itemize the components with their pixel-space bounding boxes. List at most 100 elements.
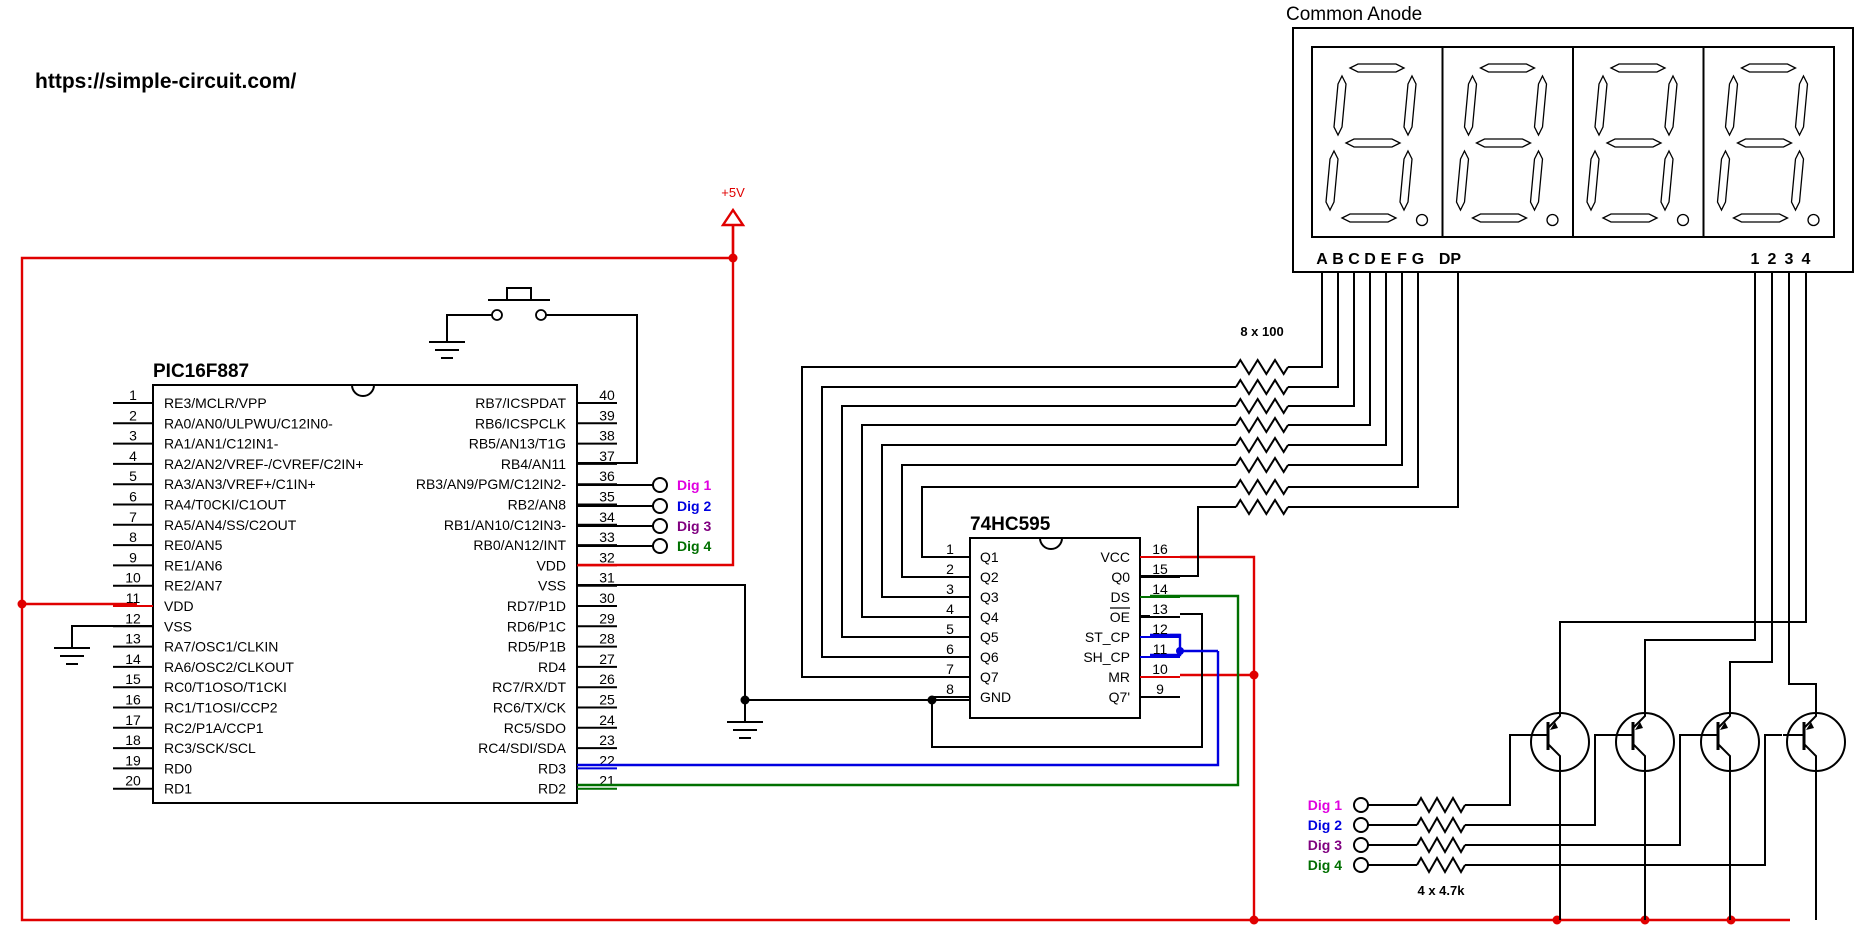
control-lines <box>577 594 1240 787</box>
supply-5v: +5V <box>577 185 746 567</box>
mcu-pin-number: 9 <box>129 549 137 565</box>
sr-pin-number: 8 <box>946 681 954 697</box>
mcu-pin-name: RA6/OSC2/CLKOUT <box>164 659 294 675</box>
sr-pin-number: 7 <box>946 661 954 677</box>
sr-pin-number: 15 <box>1152 561 1168 577</box>
dig3-input-label: Dig 3 <box>1308 837 1342 853</box>
mcu-pin-name: RC2/P1A/CCP1 <box>164 720 264 736</box>
display-segment <box>1529 149 1544 212</box>
display-segment <box>1479 63 1536 73</box>
display-digit-2 <box>1441 47 1559 237</box>
decimal-point <box>1546 213 1559 227</box>
segment-resistor <box>1235 456 1289 474</box>
sr-pin-number: 3 <box>946 581 954 597</box>
mcu-pin-number: 6 <box>129 489 137 505</box>
mcu-pin-number: 7 <box>129 509 137 525</box>
mcu-pin-name: RC6/TX/CK <box>493 700 567 716</box>
segment-pin-label: DP <box>1439 251 1462 268</box>
mcu-pin-number: 32 <box>599 549 615 565</box>
mcu-pin-number: 4 <box>129 448 137 464</box>
sr-pin-name: Q1 <box>980 549 999 565</box>
common-ground <box>577 584 1203 748</box>
dig2-input-terminal <box>1353 817 1369 833</box>
dig3-terminal <box>652 518 668 534</box>
sr-pin-name: GND <box>980 689 1011 705</box>
display-segment <box>1790 149 1805 212</box>
mcu-pin-name: RC5/SDO <box>504 720 566 736</box>
website-url: https://simple-circuit.com/ <box>35 70 297 93</box>
mcu-pin-number: 30 <box>599 590 615 606</box>
sr-pin-number: 13 <box>1152 601 1168 617</box>
mcu-pin-number: 3 <box>129 428 137 444</box>
display-segment <box>1732 213 1789 223</box>
mcu-pin-name: VSS <box>164 618 192 634</box>
sr-pin-name: Q7 <box>980 669 999 685</box>
base-resistors-label: 4 x 4.7k <box>1418 883 1466 898</box>
mcu-pin-number: 38 <box>599 428 615 444</box>
mcu-pin-name: VDD <box>164 598 194 614</box>
mcu-pin-name: RB6/ICSPCLK <box>475 415 567 431</box>
sr-pin-name: Q3 <box>980 589 999 605</box>
mcu-pin-name: RA2/AN2/VREF-/CVREF/C2IN+ <box>164 456 364 472</box>
mcu-pin-number: 2 <box>129 407 137 423</box>
mcu-pin-number: 12 <box>125 610 141 626</box>
mcu-pin-name: RA5/AN4/SS/C2OUT <box>164 517 297 533</box>
mcu-pin-name: RC3/SCK/SCL <box>164 740 256 756</box>
mcu-pin-name: RD2 <box>538 781 566 797</box>
mcu-pin-number: 21 <box>599 773 615 789</box>
sr-pin-number: 16 <box>1152 541 1168 557</box>
mcu-pin-number: 11 <box>126 590 141 606</box>
sr-pin-name: Q7' <box>1109 689 1130 705</box>
sr-pin-number: 9 <box>1156 681 1164 697</box>
display-segment <box>1794 74 1809 137</box>
mcu-pin-name: RB7/ICSPDAT <box>475 395 566 411</box>
segment-pin-label: G <box>1412 251 1424 268</box>
mcu-pin-number: 20 <box>125 773 141 789</box>
mcu-pin-name: RD7/P1D <box>507 598 566 614</box>
sr-pin-number: 14 <box>1152 581 1168 597</box>
digit-pin-label: 2 <box>1768 251 1777 268</box>
base-resistor <box>1416 835 1466 855</box>
mcu-digit-outputs: Dig 1 Dig 2 Dig 3 Dig 4 <box>577 477 711 554</box>
dig1-input-label: Dig 1 <box>1308 797 1342 813</box>
segment-resistors <box>1235 358 1289 516</box>
mcu-pin-number: 36 <box>599 468 615 484</box>
mcu-pin-name: RC7/RX/DT <box>492 679 566 695</box>
mcu-pin-name: RD0 <box>164 760 192 776</box>
mcu-pin-number: 28 <box>599 631 615 647</box>
mcu-pin-name: RB3/AN9/PGM/C12IN2- <box>416 476 566 492</box>
segment-pin-label: E <box>1381 251 1392 268</box>
mcu-pin-number: 37 <box>599 448 615 464</box>
mcu-pin-number: 26 <box>599 671 615 687</box>
base-resistor <box>1416 815 1466 835</box>
mcu-pin-number: 31 <box>599 570 615 586</box>
transistor-4 <box>1783 702 1846 920</box>
dig2-input-label: Dig 2 <box>1308 817 1342 833</box>
sr-pin-name: Q4 <box>980 609 999 625</box>
display-segment <box>1740 63 1797 73</box>
mcu-pin-number: 1 <box>129 387 137 403</box>
sr-pin-number: 1 <box>946 541 954 557</box>
dig4-input-label: Dig 4 <box>1308 857 1342 873</box>
